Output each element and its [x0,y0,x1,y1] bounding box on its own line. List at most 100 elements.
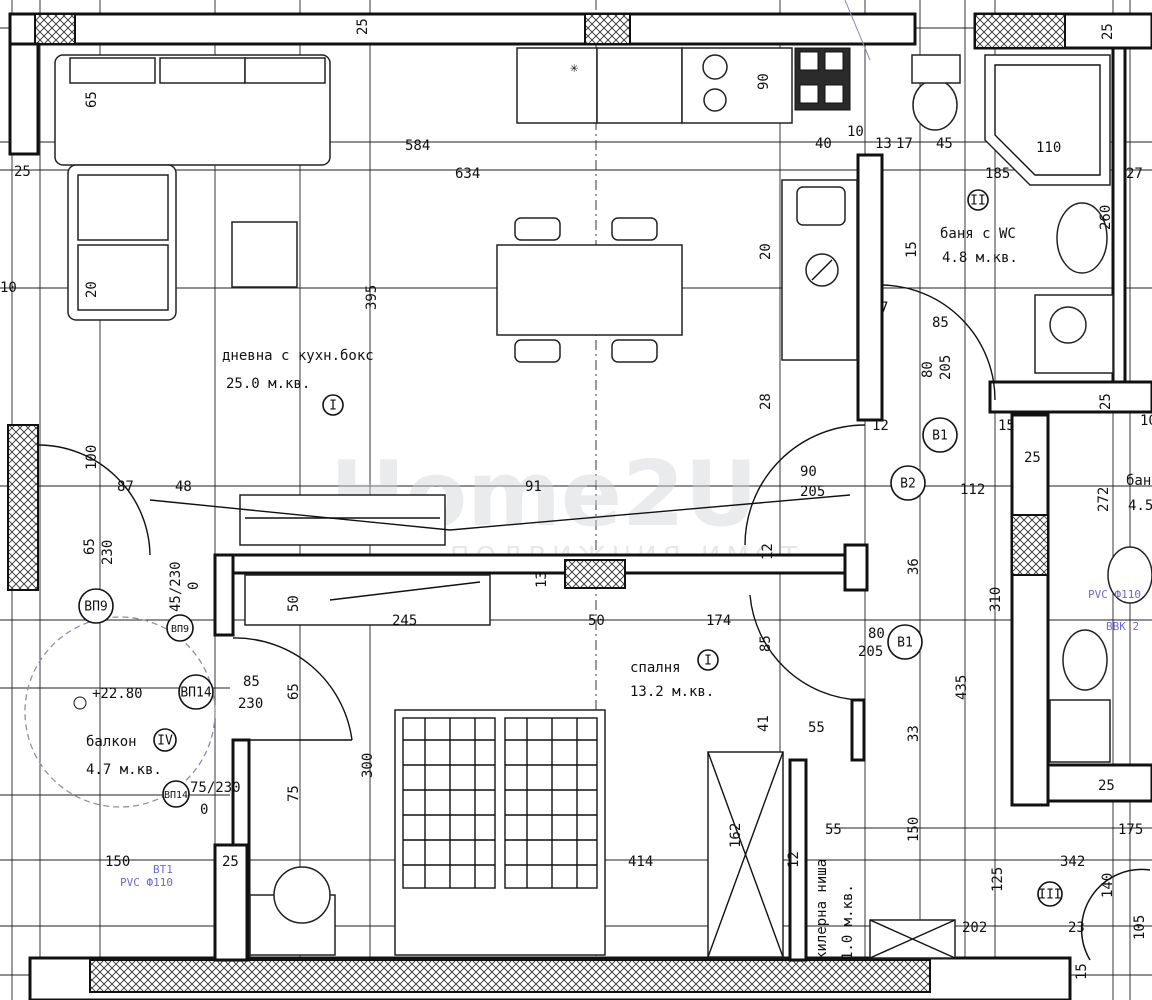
dim: 80 [868,626,885,642]
dim: 150 [906,817,922,842]
svg-text:PVC Ф110: PVC Ф110 [120,876,173,889]
door-tag-b1-bedroom: B1 [897,636,913,651]
pipe-labels: ВТ1 PVC Ф110 ВВК 2 PVC Ф110 [120,588,1141,889]
room-bath-area: 4.8 м.кв. [942,250,1018,266]
room-bath2-name: бан [1126,473,1151,489]
svg-text:ВТ1: ВТ1 [153,863,173,876]
svg-text:✳: ✳ [570,60,579,76]
dim: 25 [355,18,371,35]
dim: 0 [186,582,202,590]
dim: 20 [758,243,774,260]
dim: 45 [936,136,953,152]
dim: 100 [84,445,100,470]
dim: 91 [525,479,542,495]
balcony-marker-circle [24,616,216,808]
window-tag-vp9-small: ВП9 [171,624,189,635]
room-balcony-level: IV [157,734,173,749]
doors [37,284,996,741]
dim: 40 [815,136,832,152]
dim: 12 [872,418,889,434]
room-bedroom-area: 13.2 м.кв. [630,684,714,700]
dim: 230 [100,540,116,565]
dim: 45/230 [168,561,184,612]
dim: 65 [82,538,98,555]
dim: 435 [954,675,970,700]
room-bath-name: баня с WC [940,226,1016,242]
dim: 230 [238,696,263,712]
dim: 50 [588,613,605,629]
dim: 205 [938,355,954,380]
dim: 10 [1140,413,1152,429]
dim: 202 [962,920,987,936]
dim: 205 [858,644,883,660]
dim: 27 [1126,166,1143,182]
dim: 162 [728,823,744,848]
dim: 65 [286,683,302,700]
dim: 55 [825,822,842,838]
living-furniture: ✳ [54,47,858,546]
dim: 36 [906,558,922,575]
dim: 342 [1060,854,1085,870]
dim: 125 [990,867,1006,892]
window-tag-vp9: ВП9 [84,600,107,615]
room-niche-area: 1.0 м.кв. [840,884,856,960]
dimension-labels: 25 584 634 395 65 20 25 10 87 48 91 100 … [0,18,1152,980]
dim: 174 [706,613,731,629]
dim: 65 [84,91,100,108]
dim: 110 [1036,140,1061,156]
dim: 80 [920,361,936,378]
svg-text:ВВК 2: ВВК 2 [1106,620,1139,633]
dim: 85 [758,635,774,652]
room-niche-name: килерна ниша [814,859,830,960]
dim: 112 [960,482,985,498]
dim: 13 [534,571,550,588]
dim: 85 [932,315,949,331]
dim: 300 [360,753,376,778]
dim: 272 [1096,487,1112,512]
dim: 15 [998,418,1015,434]
svg-text:PVC Ф110: PVC Ф110 [1088,588,1141,601]
dim: 41 [756,715,772,732]
window-tag-vp14: ВП14 [180,686,211,701]
dim: 33 [906,725,922,742]
corner-door-arc [1080,868,1151,961]
dim: 85 [243,674,260,690]
room-labels: дневна с кухн.бокс 25.0 м.кв. I баня с W… [73,189,1152,960]
dim: 87 [117,479,134,495]
dim: 12 [786,851,802,868]
room-living-area: 25.0 м.кв. [226,376,310,392]
opening-tags: B1 B2 B1 ВП9 ВП9 ВП14 ВП14 [78,417,958,808]
dim: 634 [455,166,480,182]
dim: 150 [105,854,130,870]
door-tag-b2: B2 [900,477,916,492]
window-tag-vp14-small: ВП14 [164,790,188,801]
dim: 245 [392,613,417,629]
dim: 15 [1074,963,1090,980]
pipe-line [844,0,871,61]
dim: 25 [14,164,31,180]
dim: 25 [1098,393,1114,410]
room-living-name: дневна с кухн.бокс [222,348,374,364]
dim: 50 [286,595,302,612]
walls [7,12,1152,1000]
dim: 0 [200,802,208,818]
dim: 105 [1132,915,1148,940]
dim: 25 [222,854,239,870]
room-bath2-area: 4.5 [1128,498,1152,514]
dim: 25 [1024,450,1041,466]
dim: 310 [988,587,1004,612]
bath-furniture [911,54,1152,763]
dim: 13 [875,136,892,152]
dim: 584 [405,138,430,154]
room-bedroom-name: спалня [630,660,681,676]
dim: 7 [880,300,888,316]
bed-grid [403,718,597,888]
room-balcony-area: 4.7 м.кв. [86,762,162,778]
room-bath-level: II [970,194,986,209]
dim: 185 [985,166,1010,182]
dim: 15 [904,241,920,258]
dim: 260 [1098,205,1114,230]
dim: 175 [1118,822,1143,838]
dim: 10 [847,124,864,140]
room-balcony-name: балкон [86,734,137,750]
